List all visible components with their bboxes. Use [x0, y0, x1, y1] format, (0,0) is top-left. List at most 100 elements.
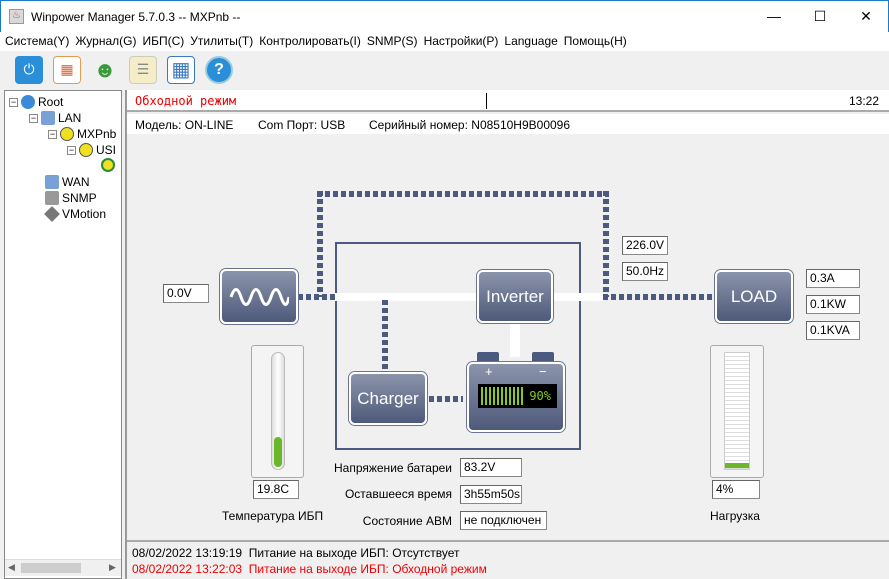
collapse-icon[interactable]: − [67, 144, 76, 155]
serial-label: Серийный номер: N08510H9B00096 [369, 118, 571, 132]
bypass-line-top [317, 191, 609, 197]
scrollbar-thumb[interactable] [21, 563, 81, 573]
ups-monitor-panel: Обходной режим 13:22 Модель: ON-LINE Com… [125, 90, 889, 579]
menu-bar: Система(Y) Журнал(G) ИБП(C) Утилиты(T) К… [0, 32, 889, 51]
load-label: Нагрузка [710, 509, 760, 523]
title-bar: ♨ Winpower Manager 5.7.0.3 -- MXPnb -- —… [0, 0, 889, 32]
schedule-icon[interactable]: ▦ [53, 55, 81, 84]
battery-minus-sign: − [539, 364, 547, 379]
inverter-block: Inverter [477, 270, 553, 323]
menu-journal[interactable]: Журнал(G) [75, 34, 137, 48]
warning-icon [79, 143, 93, 157]
status-time: 13:22 [848, 94, 879, 108]
menu-ups[interactable]: ИБП(C) [142, 34, 185, 48]
charger-block: Charger [349, 372, 427, 425]
temperature-field: 19.8C [253, 480, 299, 499]
menu-system[interactable]: Система(Y) [5, 34, 70, 48]
warning-icon [60, 127, 74, 141]
scroll-left-icon[interactable]: ◀ [8, 562, 15, 572]
status-bar: Обходной режим 13:22 [127, 90, 889, 112]
output-kva-field: 0.1KVA [806, 321, 860, 340]
ups-warning-icon [101, 158, 115, 172]
internal-line [335, 293, 481, 301]
user-icon[interactable]: ☻ [93, 56, 117, 82]
network-icon [45, 175, 59, 189]
model-label: Модель: ON-LINE [135, 118, 234, 132]
load-block: LOAD [715, 270, 793, 323]
bypass-line-right [603, 191, 609, 297]
tree-node-snmp[interactable]: SNMP [45, 191, 97, 205]
java-app-icon: ♨ [9, 9, 24, 24]
toolbar: ⏻ ▦ ☻ ☰ ▦ ? [0, 51, 889, 88]
menu-settings[interactable]: Настройки(P) [423, 34, 499, 48]
bypass-frequency-field: 50.0Hz [622, 262, 668, 281]
output-line [603, 294, 715, 300]
collapse-icon[interactable]: − [9, 96, 18, 107]
log-text: Питание на выходе ИБП: Отсутствует [248, 546, 460, 560]
minimize-button[interactable]: — [767, 8, 781, 24]
power-icon[interactable]: ⏻ [15, 55, 43, 84]
load-gauge [710, 345, 764, 478]
close-button[interactable]: ✕ [860, 8, 872, 24]
remaining-time-label: Оставшееся время [344, 487, 452, 501]
abm-status-label: Состояние АВМ [362, 514, 452, 528]
load-gauge-scale [724, 352, 750, 470]
battery-voltage-label: Напряжение батареи [333, 461, 452, 475]
battery-terminal-minus [532, 352, 554, 364]
remaining-time-field: 3h55m50s [460, 485, 522, 504]
tree-node-vmotion[interactable]: VMotion [44, 206, 106, 222]
battery-level-bars [481, 387, 524, 405]
temperature-label: Температура ИБП [222, 509, 324, 523]
abm-status-field: не подключен [460, 511, 547, 530]
tree-node-host[interactable]: −MXPnb [48, 127, 117, 141]
network-icon [41, 111, 55, 125]
window-title: Winpower Manager 5.7.0.3 -- MXPnb -- [31, 10, 241, 24]
event-log: 08/02/2022 13:19:19 Питание на выходе ИБ… [127, 540, 889, 579]
battery-percent: 90% [529, 389, 551, 403]
ups-internal-box [335, 242, 581, 450]
tree-node-ups[interactable] [101, 158, 115, 172]
load-gauge-fill [725, 463, 749, 468]
collapse-icon[interactable]: − [48, 128, 57, 139]
battery-block: + − 90% [467, 362, 565, 432]
output-kw-field: 0.1KW [806, 295, 860, 314]
log-text: Питание на выходе ИБП: Обходной режим [248, 562, 487, 576]
bypass-line-left [317, 191, 323, 297]
menu-utilities[interactable]: Утилиты(T) [190, 34, 254, 48]
collapse-icon[interactable]: − [29, 112, 38, 123]
log-entry: 08/02/2022 13:19:19 Питание на выходе ИБ… [132, 546, 460, 560]
device-tree: −Root −LAN −MXPnb −USI WAN SNMP VMotion [4, 90, 122, 579]
charger-input-line [382, 300, 388, 372]
load-percent-field: 4% [712, 480, 760, 499]
sine-wave-icon [229, 287, 289, 306]
ups-info-bar: Модель: ON-LINE Com Порт: USB Серийный н… [127, 114, 889, 134]
temperature-gauge [251, 345, 304, 478]
maximize-button[interactable]: ☐ [813, 8, 827, 24]
table-icon[interactable]: ▦ [167, 55, 195, 84]
tree-node-wan[interactable]: WAN [45, 175, 90, 189]
battery-plus-sign: + [485, 364, 493, 379]
scroll-right-icon[interactable]: ▶ [109, 562, 116, 572]
tree-node-usb[interactable]: −USI [67, 143, 117, 157]
menu-language[interactable]: Language [504, 34, 558, 48]
tree-node-lan[interactable]: −LAN [29, 111, 82, 125]
tree-node-root[interactable]: −Root [9, 95, 64, 109]
list-icon[interactable]: ☰ [129, 55, 157, 84]
menu-snmp[interactable]: SNMP(S) [366, 34, 418, 48]
globe-icon [21, 95, 35, 109]
battery-terminal-plus [477, 352, 499, 364]
ups-mode: Обходной режим [135, 94, 237, 108]
snmp-icon [45, 191, 59, 205]
battery-level-display: 90% [478, 384, 557, 408]
input-voltage-field: 0.0V [163, 284, 209, 303]
menu-help[interactable]: Помощь(H) [563, 34, 627, 48]
tree-horizontal-scrollbar[interactable]: ◀ ▶ [5, 559, 121, 576]
log-time: 08/02/2022 13:19:19 [132, 546, 243, 560]
charger-battery-line [429, 396, 463, 402]
help-icon[interactable]: ? [205, 55, 233, 84]
ups-box-top-border [335, 242, 581, 244]
ac-input-block [220, 269, 298, 324]
bypass-voltage-field: 226.0V [622, 236, 668, 255]
input-line [298, 294, 335, 300]
menu-monitor[interactable]: Контролировать(I) [259, 34, 361, 48]
